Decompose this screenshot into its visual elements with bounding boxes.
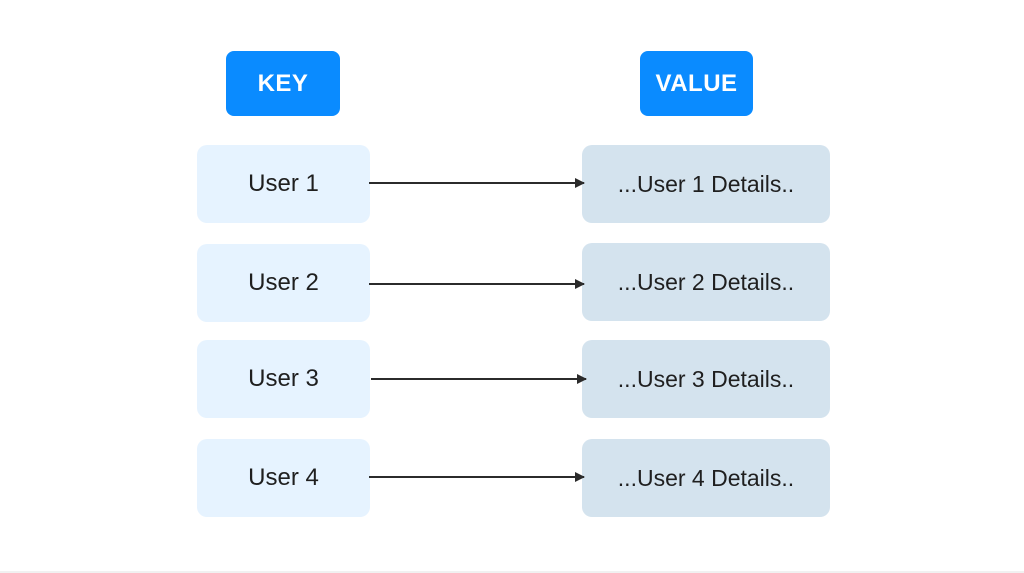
value-box-user-3: ...User 3 Details.. (582, 340, 830, 418)
value-box-user-2: ...User 2 Details.. (582, 243, 830, 321)
key-box-user-3: User 3 (197, 340, 370, 418)
key-box-user-1: User 1 (197, 145, 370, 223)
key-column-header: KEY (226, 51, 340, 116)
value-box-user-4: ...User 4 Details.. (582, 439, 830, 517)
key-box-user-4: User 4 (197, 439, 370, 517)
key-box-user-2: User 2 (197, 244, 370, 322)
value-box-user-1: ...User 1 Details.. (582, 145, 830, 223)
value-column-header: VALUE (640, 51, 753, 116)
bottom-divider (0, 571, 1024, 573)
